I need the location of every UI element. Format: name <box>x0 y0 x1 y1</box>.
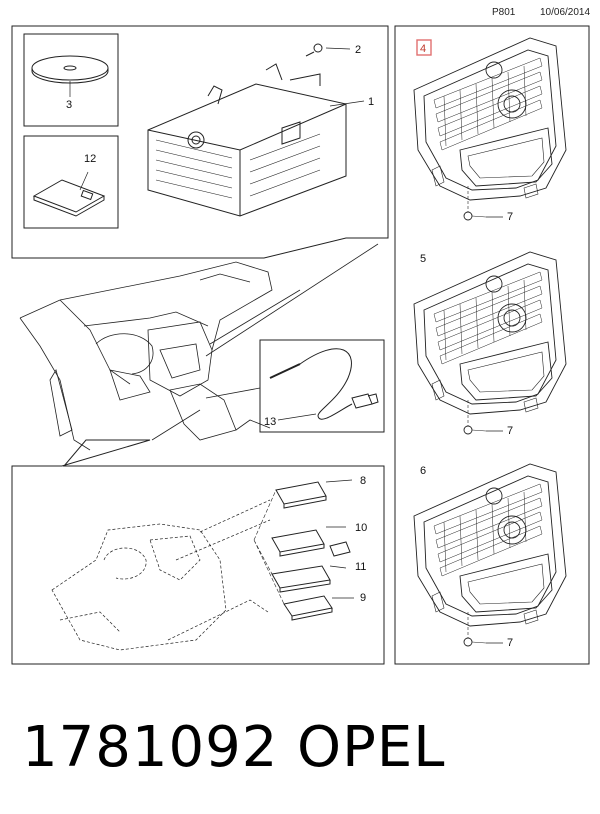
callout-1: 1 <box>368 96 374 108</box>
screw-illustration <box>305 43 323 57</box>
callout-11: 11 <box>355 561 366 573</box>
page-code: P801 <box>492 7 516 18</box>
screw-7 <box>463 425 473 435</box>
panel-options-frame <box>394 25 590 665</box>
disc-illustration <box>31 55 109 97</box>
disc-box <box>23 33 119 127</box>
callout-8: 8 <box>360 475 366 487</box>
usb-cable-illustration <box>269 348 379 421</box>
callout-2: 2 <box>355 44 361 56</box>
callout-5: 5 <box>420 253 426 265</box>
callout-6: 6 <box>420 465 426 477</box>
page-date: 10/06/2014 <box>540 7 591 18</box>
module-9 <box>283 595 333 621</box>
dashboard-illustration <box>19 261 273 451</box>
switch-modules <box>253 479 354 621</box>
module-11 <box>271 565 331 593</box>
module-8 <box>275 481 327 509</box>
callout-7a: 7 <box>507 211 513 223</box>
card-box <box>23 135 119 229</box>
brand-name: OPEL <box>297 715 446 780</box>
callout-7b: 7 <box>507 425 513 437</box>
callout-13: 13 <box>264 416 276 428</box>
main-frame <box>11 25 389 259</box>
callout-12: 12 <box>84 153 96 165</box>
faceplate-4 <box>413 37 567 221</box>
card-illustration <box>32 171 106 217</box>
callout-10: 10 <box>355 522 367 534</box>
faceplate-6 <box>413 463 567 647</box>
callout-4: 4 <box>420 43 426 55</box>
console-detail-illustration <box>51 499 271 651</box>
part-number: 1781092 <box>22 715 279 780</box>
callout-4-highlight <box>416 39 432 56</box>
screw-7 <box>463 637 473 647</box>
callout-3: 3 <box>66 99 72 111</box>
cable-box <box>259 339 385 433</box>
faceplate-5 <box>413 251 567 435</box>
parts-diagram: 1 2 3 4 5 6 7 7 7 8 9 10 11 12 13 <box>11 25 590 665</box>
radio-unit-illustration <box>147 63 347 217</box>
console-detail-frame <box>11 439 385 665</box>
module-10 <box>271 529 351 557</box>
callout-7c: 7 <box>507 637 513 649</box>
screw-7 <box>463 211 473 221</box>
callout-9: 9 <box>360 592 366 604</box>
